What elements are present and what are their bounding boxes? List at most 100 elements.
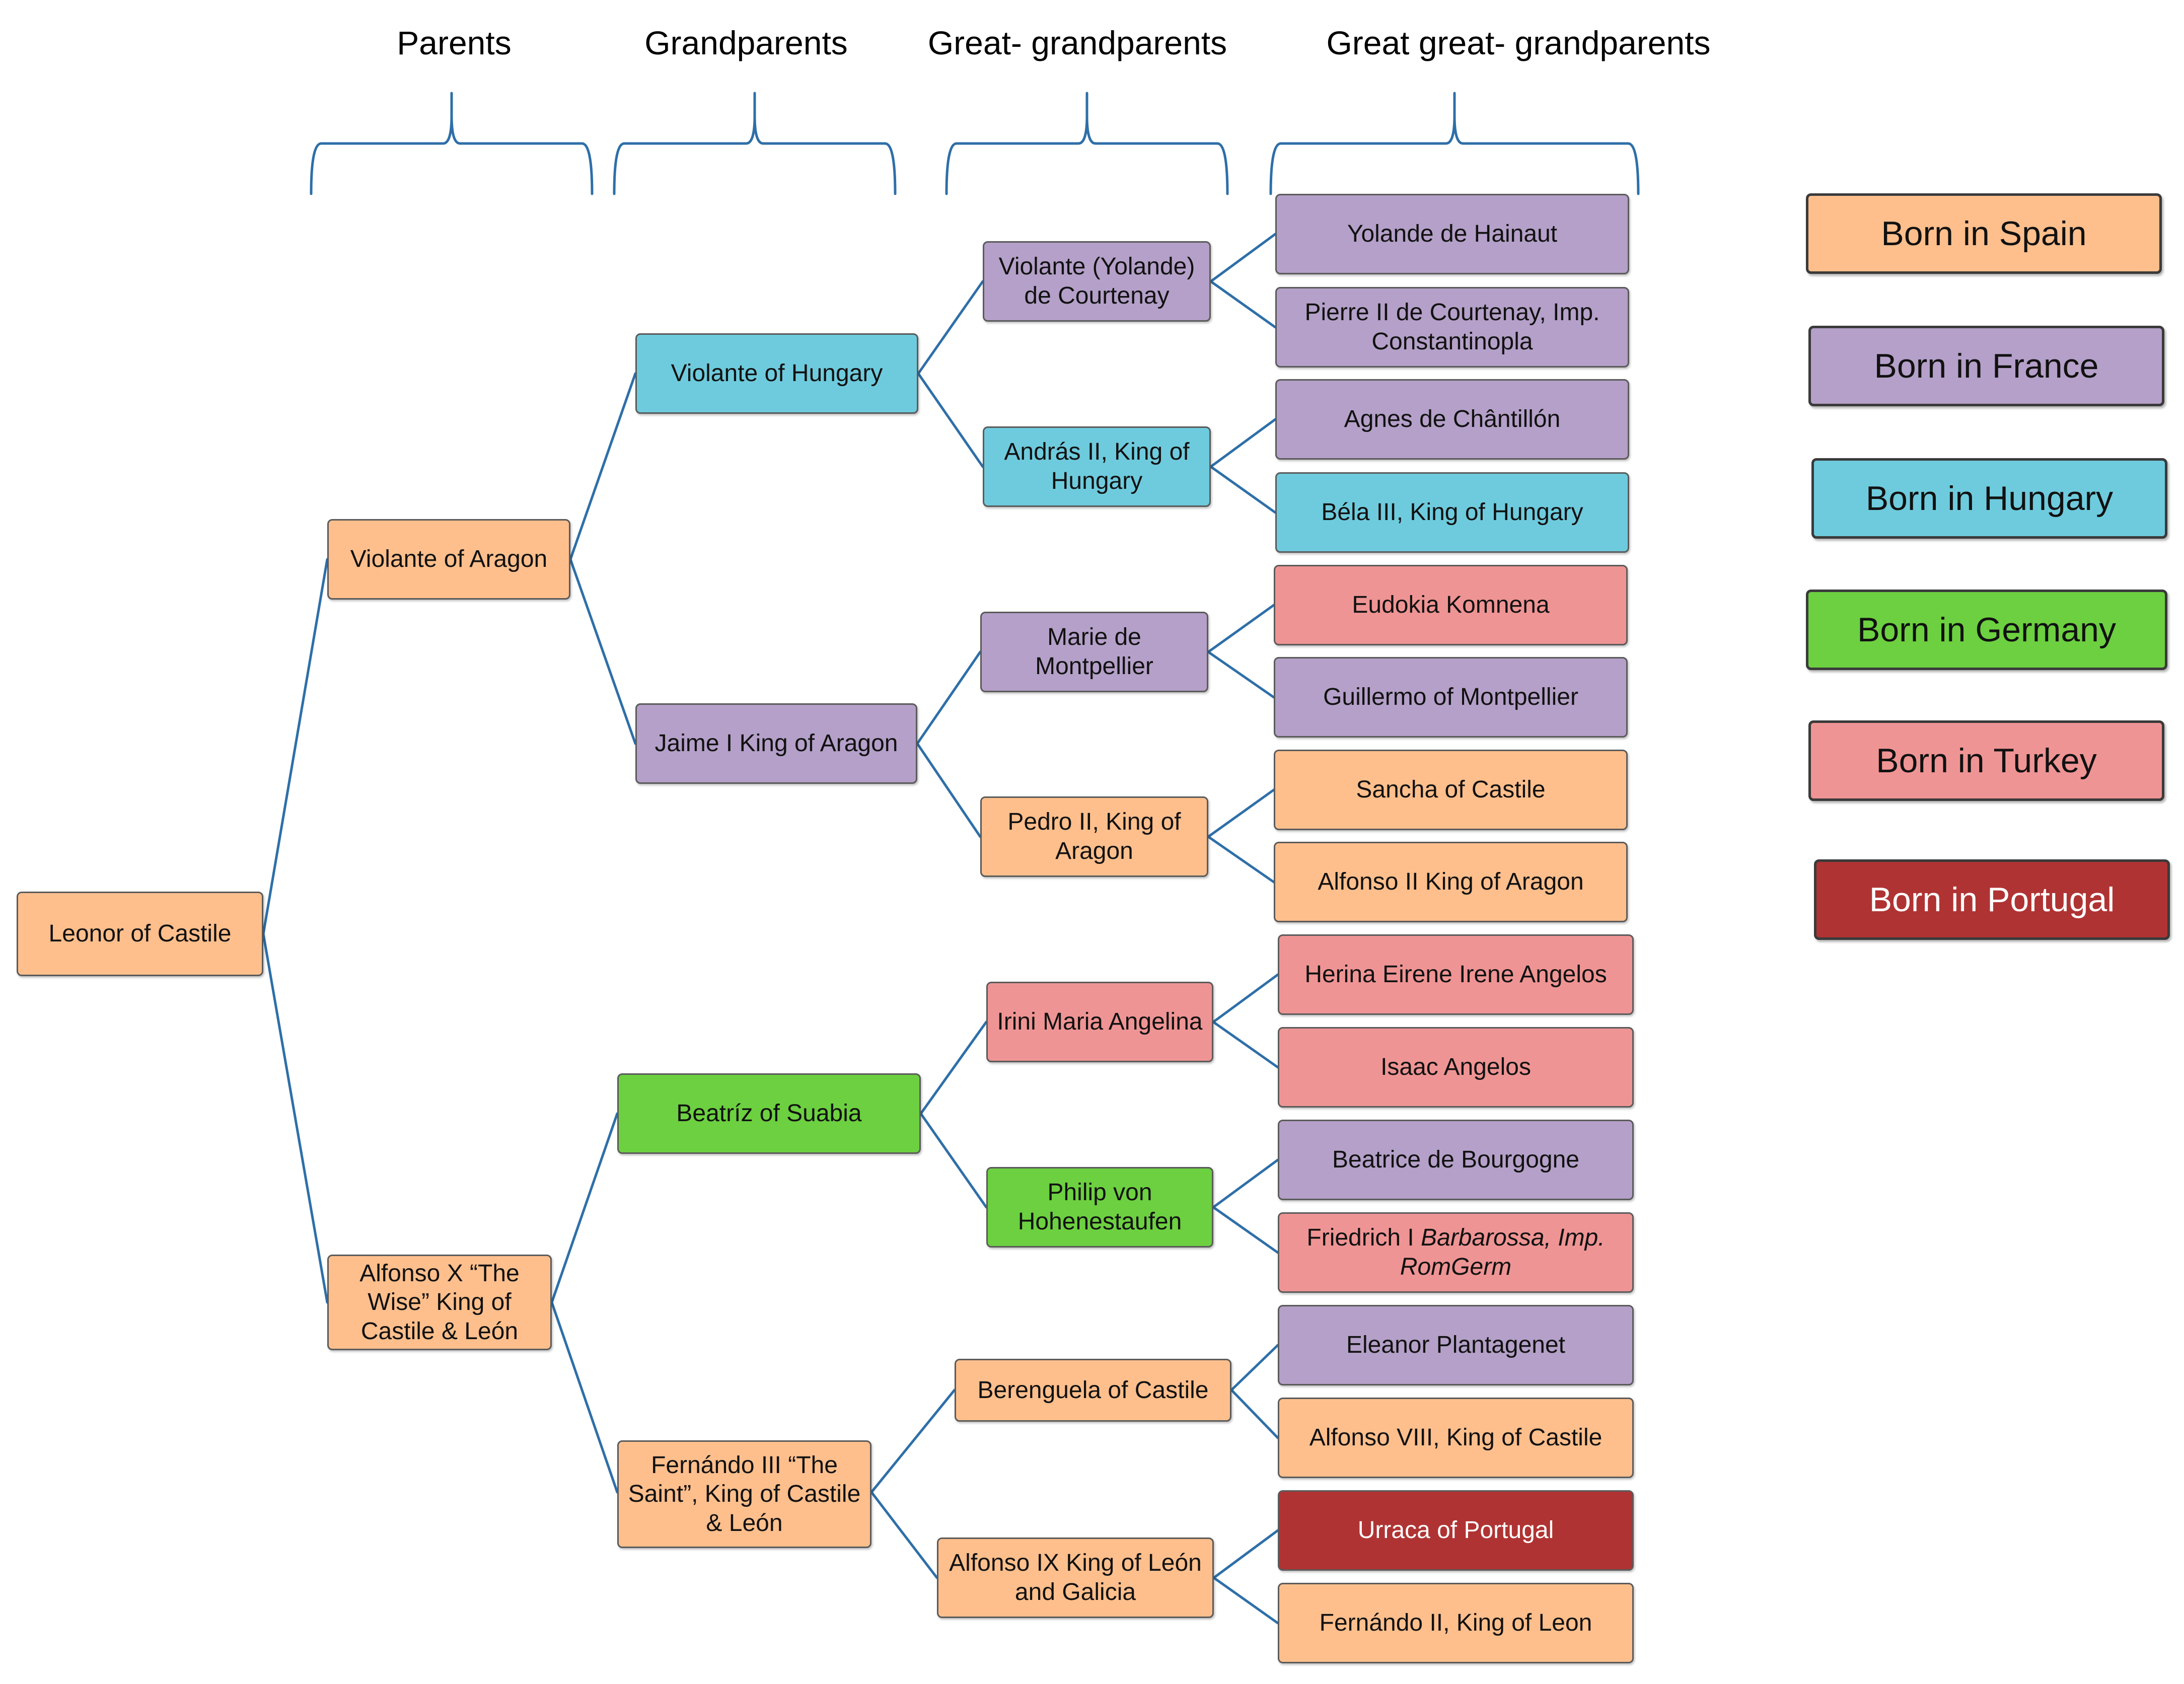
node-marie-de-montpellier: Marie de Montpellier <box>980 612 1208 692</box>
bracket-grandparents <box>613 92 897 195</box>
node-guillermo-of-montpellier: Guillermo of Montpellier <box>1274 657 1628 738</box>
node-label-line: Alfonso IX King of León <box>949 1550 1202 1577</box>
link-marie-guillermo <box>1207 650 1275 699</box>
node-label: Eleanor Plantagenet <box>1346 1332 1565 1359</box>
node-label-line: Constantinopla <box>1371 328 1533 355</box>
bracket-great-great <box>1269 92 1640 195</box>
node-label: Urraca of Portugal <box>1357 1517 1554 1544</box>
header-grandparents: Grandparents <box>644 24 848 61</box>
node-alfonso-x: Alfonso X “The Wise” King of Castile & L… <box>327 1255 552 1350</box>
link-violante-hungary-andras <box>917 372 984 468</box>
friedrich-epithet: Barbarossa, Imp. <box>1421 1224 1605 1252</box>
link-violante-aragon-violante-hungary <box>569 372 637 561</box>
node-label-line: Montpellier <box>1035 653 1153 680</box>
link-beatriz-philip <box>919 1112 988 1209</box>
node-eleanor-plantagenet: Eleanor Plantagenet <box>1278 1305 1634 1385</box>
node-label: Violante of Aragon <box>350 546 548 573</box>
node-sancha-of-castile: Sancha of Castile <box>1274 750 1628 830</box>
node-label-line: RomGerm <box>1306 1253 1605 1282</box>
legend-born-in-france: Born in France <box>1808 326 2164 406</box>
node-eudokia-komnena: Eudokia Komnena <box>1274 565 1628 645</box>
link-berenguela-alfonso-viii <box>1230 1388 1279 1439</box>
legend-born-in-hungary: Born in Hungary <box>1811 458 2167 539</box>
node-label-line: Friedrich I Barbarossa, Imp. <box>1306 1223 1605 1253</box>
node-label: Leonor of Castile <box>48 920 232 947</box>
node-violante-of-hungary: Violante of Hungary <box>635 333 918 414</box>
link-pedro-alfonso-ii <box>1207 835 1275 884</box>
node-label-line: Pedro II, King of <box>1007 809 1181 836</box>
node-label: Sancha of Castile <box>1356 776 1546 803</box>
node-beatrice-de-bourgogne: Beatrice de Bourgogne <box>1278 1120 1634 1200</box>
link-jaime-marie <box>916 650 982 745</box>
legend-born-in-portugal: Born in Portugal <box>1814 859 2170 940</box>
link-philip-beatrice <box>1212 1158 1279 1209</box>
bracket-great <box>945 92 1229 195</box>
link-pedro-sancha <box>1207 788 1275 838</box>
link-alfonso-ix-fernando-ii <box>1212 1576 1279 1625</box>
node-label-line: and Galicia <box>1014 1579 1136 1605</box>
node-label: Fernándo II, King of Leon <box>1319 1609 1592 1637</box>
node-fernando-ii: Fernándo II, King of Leon <box>1278 1583 1634 1663</box>
node-label: Berenguela of Castile <box>977 1376 1209 1404</box>
link-violante-aragon-jaime <box>569 558 637 745</box>
link-irini-isaac <box>1212 1020 1279 1069</box>
node-label-line: Fernándo III “The <box>651 1451 838 1479</box>
link-alfonso-x-fernando-iii <box>550 1301 619 1494</box>
node-label-line: & León <box>706 1509 783 1536</box>
link-courtenay-yolande <box>1209 233 1277 283</box>
legend-born-in-turkey: Born in Turkey <box>1808 720 2164 801</box>
link-fernando-iii-alfonso-ix <box>870 1491 938 1579</box>
link-courtenay-pierre <box>1209 280 1277 329</box>
node-label: Béla III, King of Hungary <box>1321 499 1583 526</box>
link-irini-herina <box>1212 973 1279 1023</box>
node-violante-of-aragon: Violante of Aragon <box>327 519 570 600</box>
node-label: Isaac Angelos <box>1380 1054 1531 1081</box>
link-berenguela-eleanor <box>1230 1344 1279 1392</box>
link-violante-hungary-courtenay <box>917 280 984 375</box>
node-label-line: Marie de <box>1047 624 1141 651</box>
node-jaime-i: Jaime I King of Aragon <box>635 703 917 784</box>
node-label: Yolande de Hainaut <box>1347 221 1558 248</box>
link-jaime-pedro <box>916 742 982 838</box>
node-label-line: Hungary <box>1051 468 1143 494</box>
friedrich-name: Friedrich I <box>1306 1224 1421 1252</box>
node-isaac-angelos: Isaac Angelos <box>1278 1027 1634 1108</box>
node-label: Guillermo of Montpellier <box>1323 684 1578 711</box>
node-friedrich-i-barbarossa: Friedrich I Barbarossa, Imp. RomGerm <box>1278 1212 1634 1293</box>
node-beatriz-of-suabia: Beatríz of Suabia <box>617 1073 921 1154</box>
legend-born-in-germany: Born in Germany <box>1806 590 2167 670</box>
node-bela-iii: Béla III, King of Hungary <box>1275 472 1629 553</box>
node-label: Violante of Hungary <box>671 360 883 387</box>
node-yolande-de-hainaut: Yolande de Hainaut <box>1275 194 1629 274</box>
node-label: Beatríz of Suabia <box>676 1100 862 1127</box>
link-root-alfonso-x <box>262 932 329 1304</box>
header-parents: Parents <box>397 24 512 61</box>
bracket-parents <box>310 92 594 195</box>
node-alfonso-viii: Alfonso VIII, King of Castile <box>1278 1398 1634 1478</box>
link-andras-agnes <box>1209 418 1277 468</box>
node-label-line: Philip von <box>1047 1179 1152 1206</box>
node-label-line: Aragon <box>1055 838 1133 864</box>
link-beatriz-irini <box>919 1020 988 1115</box>
node-label-line: Hohenestaufen <box>1017 1208 1182 1235</box>
link-fernando-iii-berenguela <box>870 1388 956 1494</box>
header-great-great-grandparents: Great great- grandparents <box>1326 24 1711 61</box>
node-philip-von-hohenestaufen: Philip von Hohenestaufen <box>986 1167 1213 1248</box>
node-berenguela-of-castile: Berenguela of Castile <box>955 1359 1231 1422</box>
node-irini-maria-angelina: Irini Maria Angelina <box>986 982 1213 1062</box>
link-marie-eudokia <box>1207 604 1275 653</box>
node-label-line: Pierre II de Courtenay, Imp. <box>1304 299 1600 326</box>
node-fernando-iii: Fernándo III “The Saint”, King of Castil… <box>617 1440 871 1548</box>
node-label-line: de Courtenay <box>1024 282 1170 309</box>
link-root-violante-aragon <box>262 558 329 935</box>
node-pierre-ii-de-courtenay: Pierre II de Courtenay, Imp. Constantino… <box>1275 287 1629 368</box>
node-label: Alfonso II King of Aragon <box>1318 868 1584 896</box>
node-herina-eirene-irene-angelos: Herina Eirene Irene Angelos <box>1278 934 1634 1015</box>
node-label-line: Castile & León <box>360 1317 519 1345</box>
link-andras-bela <box>1209 465 1277 514</box>
node-violante-de-courtenay: Violante (Yolande) de Courtenay <box>983 241 1211 322</box>
node-label-line: Violante (Yolande) <box>998 253 1195 280</box>
node-pedro-ii: Pedro II, King of Aragon <box>980 796 1208 877</box>
